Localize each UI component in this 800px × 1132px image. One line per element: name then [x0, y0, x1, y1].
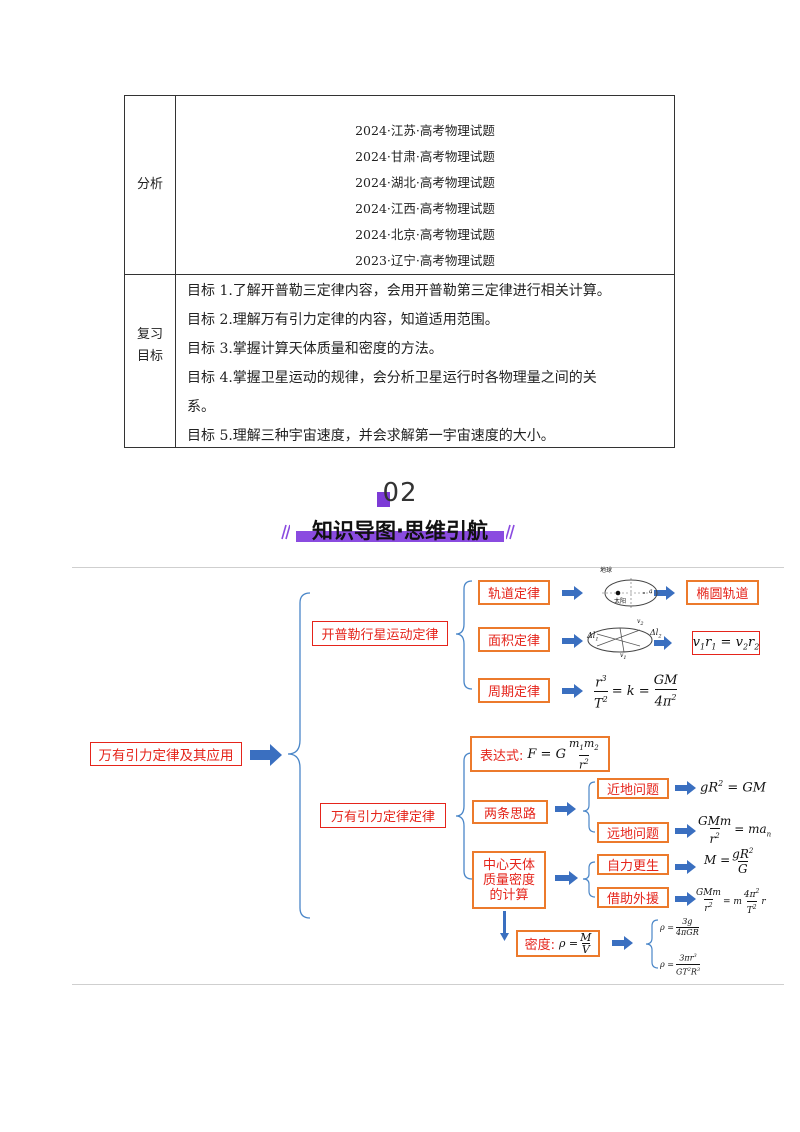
section-title-highlight [296, 531, 504, 542]
near-ground-formula: gR2 = GM [700, 779, 767, 796]
two-approaches-node: 两条思路 [472, 800, 548, 824]
area-law-formula-box: v1r1 = v2r2 [692, 631, 760, 655]
table-column-divider [175, 96, 176, 447]
diagram-v1-label: v1 [620, 652, 627, 662]
mass-density-node: 中心天体 质量密度 的计算 [472, 851, 546, 909]
source-item: 2024·江西·高考物理试题 [355, 201, 495, 216]
source-item: 2023·辽宁·高考物理试题 [355, 253, 495, 268]
source-item: 2024·北京·高考物理试题 [355, 227, 495, 242]
table-row-divider [125, 274, 674, 275]
area-law-node: 面积定律 [478, 627, 550, 652]
mass-density-line: 中心天体 [482, 857, 535, 873]
diagram-dl2-label: Δl2 [650, 628, 662, 640]
mass-density-line: 质量密度 [482, 872, 535, 888]
diagram-a-label: a [649, 588, 653, 595]
area-law-formula: v1r1 = v2r2 [692, 634, 760, 652]
section-number: 02 [0, 478, 800, 508]
diagram-v2-label: v2 [637, 618, 644, 628]
source-item: 2024·江苏·高考物理试题 [355, 123, 495, 138]
goal-item: 系。 [187, 399, 215, 415]
slash-decoration-right [506, 524, 515, 540]
goal-item: 目标 1.了解开普勒三定律内容，会用开普勒第三定律进行相关计算。 [187, 283, 611, 299]
expression-label: 表达式: [480, 748, 524, 764]
section-number-accent [377, 492, 390, 507]
source-list: 2024·江苏·高考物理试题 2024·甘肃·高考物理试题 2024·湖北·高考… [176, 118, 674, 274]
self-reliance-node: 自力更生 [597, 854, 669, 875]
source-item: 2024·甘肃·高考物理试题 [355, 149, 495, 164]
density-label: 密度: [524, 938, 555, 953]
goal-item: 目标 2.理解万有引力定律的内容，知道适用范围。 [187, 312, 499, 328]
exam-analysis-table: 分析 复习 目标 2024·江苏·高考物理试题 2024·甘肃·高考物理试题 2… [124, 95, 675, 448]
mind-map-connectors [250, 578, 696, 969]
section-title-block: 知识导图·思维引航 [290, 515, 510, 545]
analysis-label: 分析 [136, 177, 163, 192]
near-ground-node: 近地问题 [597, 778, 669, 799]
review-label-line-1: 复习 [136, 327, 163, 342]
orbit-law-node: 轨道定律 [478, 580, 550, 605]
gravity-law-node: 万有引力定律定律 [320, 803, 446, 828]
goal-list: 目标 1.了解开普勒三定律内容，会用开普勒第三定律进行相关计算。 目标 2.理解… [187, 277, 660, 451]
review-goals-label: 复习 目标 [125, 324, 175, 368]
mass-density-line: 的计算 [489, 887, 529, 903]
external-help-node: 借助外援 [597, 887, 669, 908]
root-node: 万有引力定律及其应用 [90, 742, 242, 766]
mind-map: 地球 太阳 a Δl1 Δl2 v2 v1 万有引力定律及其应用 开普勒行星运动… [72, 567, 784, 985]
diagram-dl1-label: Δl1 [587, 631, 599, 643]
goal-item: 目标 4.掌握卫星运动的规律，会分析卫星运行时各物理量之间的关 [187, 370, 597, 386]
kepler-laws-node: 开普勒行星运动定律 [312, 621, 448, 646]
goal-item: 目标 5.理解三种宇宙速度，并会求解第一宇宙速度的大小。 [187, 428, 555, 444]
goal-item: 目标 3.掌握计算天体质量和密度的方法。 [187, 341, 443, 357]
diagram-sun-label: 太阳 [614, 598, 627, 605]
slash-decoration-left [281, 524, 290, 540]
section-title: 知识导图·思维引航 [312, 519, 488, 543]
section-number-text: 02 [382, 478, 418, 508]
elliptical-orbit-node: 椭圆轨道 [686, 580, 759, 605]
far-ground-node: 远地问题 [597, 822, 669, 843]
period-law-node: 周期定律 [478, 678, 550, 703]
review-label-line-2: 目标 [136, 349, 163, 364]
orbit-ellipse-diagram [602, 578, 660, 608]
diagram-earth-label: 地球 [600, 567, 613, 574]
source-item: 2024·湖北·高考物理试题 [355, 175, 495, 190]
area-law-diagram [587, 627, 653, 653]
